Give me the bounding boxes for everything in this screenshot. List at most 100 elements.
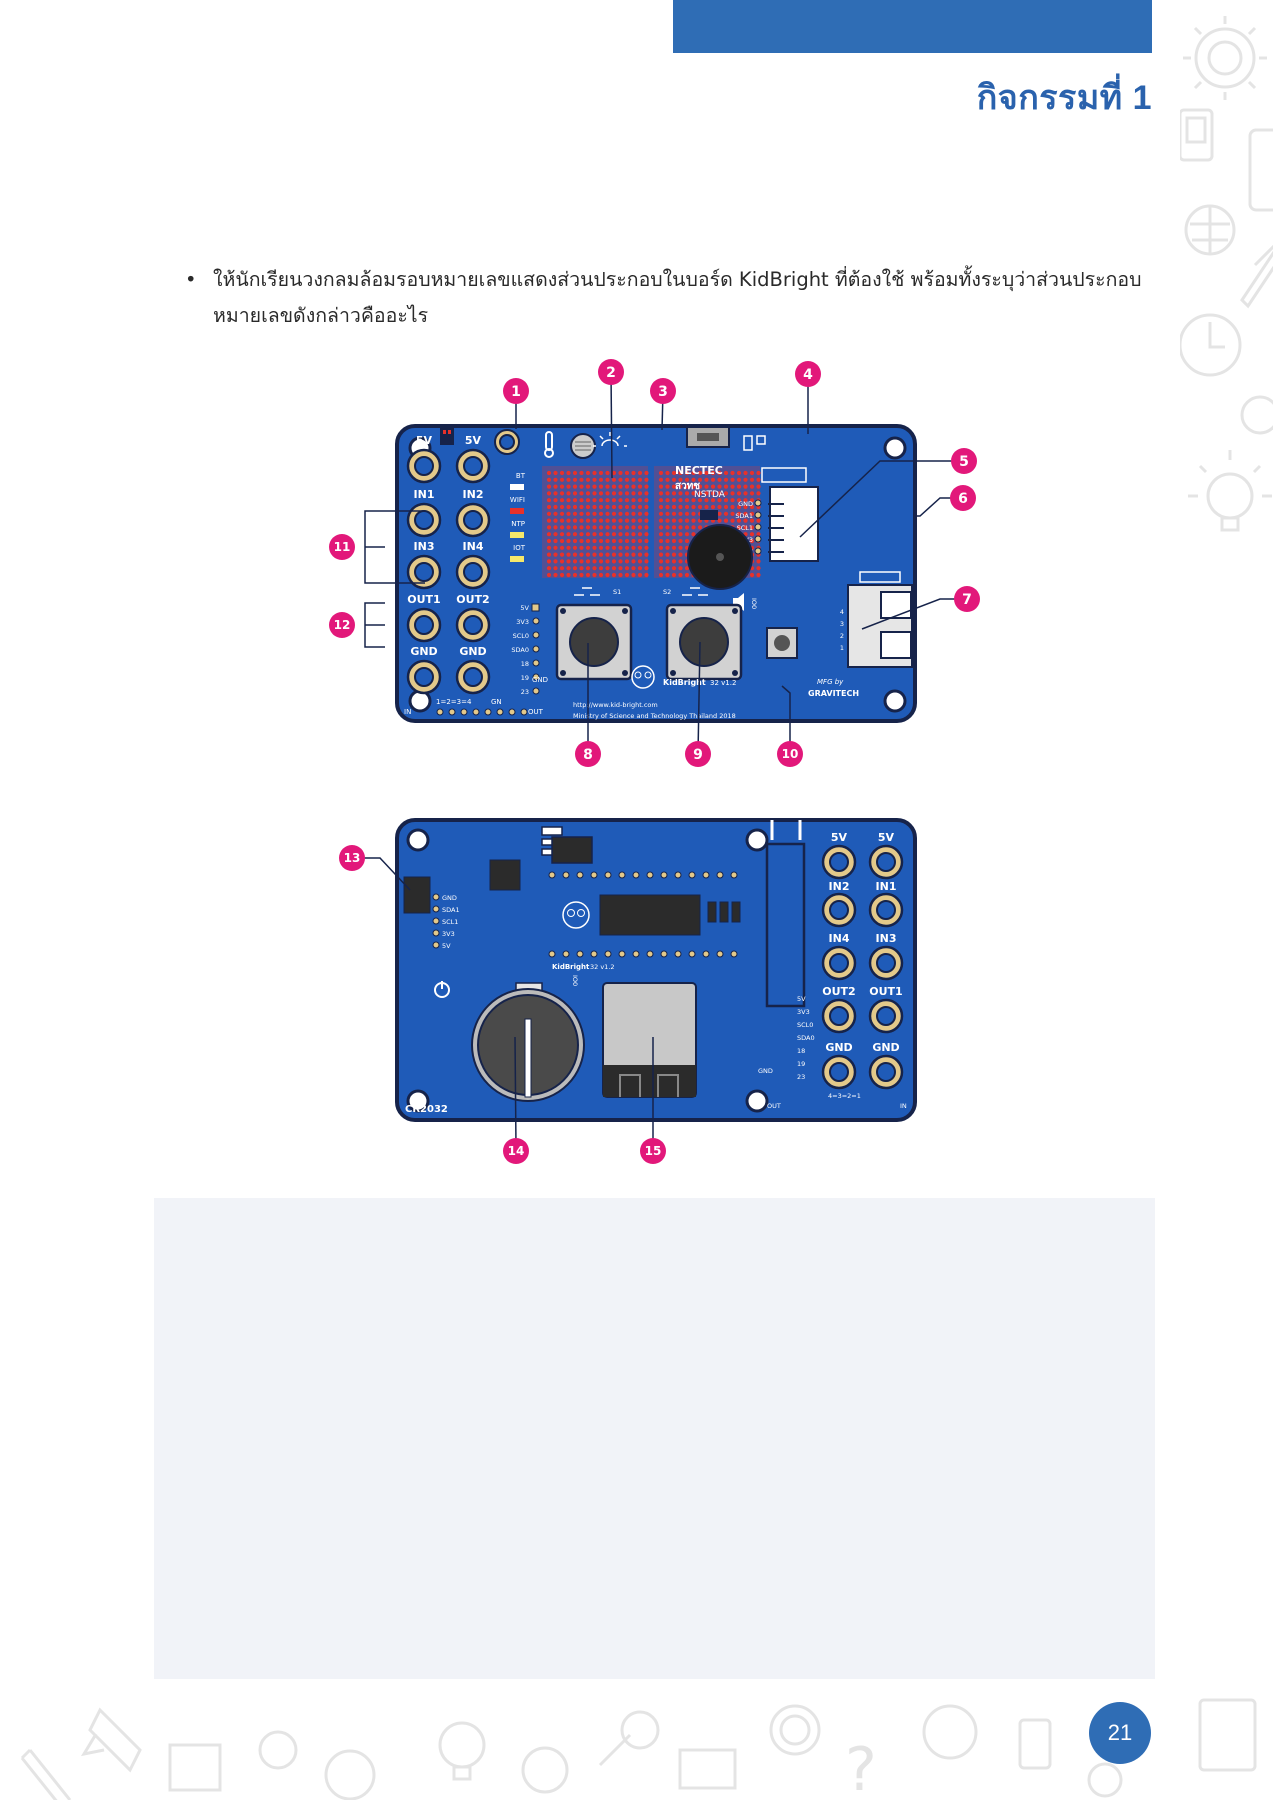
matrix-led xyxy=(736,504,742,510)
matrix-led xyxy=(671,552,677,557)
matrix-led xyxy=(611,538,617,544)
matrix-led xyxy=(749,511,755,516)
matrix-led xyxy=(624,532,630,537)
reset-button xyxy=(766,627,798,659)
matrix-led xyxy=(624,572,630,578)
matrix-led xyxy=(611,545,617,550)
matrix-led xyxy=(743,525,748,530)
matrix-led xyxy=(624,477,630,482)
matrix-led xyxy=(546,484,552,489)
header-pin-label: SDA0 xyxy=(797,1034,815,1042)
matrix-led xyxy=(553,498,558,503)
matrix-led xyxy=(736,525,742,530)
matrix-led xyxy=(684,566,690,571)
matrix-led xyxy=(658,518,664,523)
monitor-icon xyxy=(678,1748,737,1790)
matrix-led xyxy=(637,525,643,530)
matrix-led xyxy=(559,484,565,489)
book-icon xyxy=(1198,1698,1257,1772)
matrix-led xyxy=(665,484,670,489)
matrix-led xyxy=(671,559,677,564)
matrix-led xyxy=(637,511,643,516)
temperature-icon xyxy=(544,431,554,458)
out-label: OUT xyxy=(767,1102,781,1110)
matrix-led xyxy=(598,518,604,523)
matrix-led xyxy=(723,498,729,503)
matrix-led xyxy=(665,566,670,571)
pin-label: IN1 xyxy=(876,880,897,893)
matrix-led xyxy=(756,484,761,489)
matrix-led xyxy=(546,572,552,578)
matrix-led xyxy=(697,504,703,510)
matrix-led xyxy=(592,572,597,578)
matrix-led xyxy=(585,470,591,476)
port-number: 3 xyxy=(840,620,844,628)
matrix-led xyxy=(546,498,552,503)
matrix-led xyxy=(624,552,630,557)
matrix-led xyxy=(637,518,643,523)
matrix-led xyxy=(684,470,690,476)
website-url: http://www.kid-bright.com xyxy=(573,701,658,709)
matrix-led xyxy=(637,477,643,482)
matrix-led xyxy=(572,470,578,476)
callout-4: 4 xyxy=(803,367,813,383)
matrix-led xyxy=(671,566,677,571)
i2c-label: 3V3 xyxy=(442,930,455,938)
matrix-led xyxy=(730,470,735,476)
question-icon: ? xyxy=(845,1735,877,1800)
matrix-led xyxy=(631,552,636,557)
matrix-led xyxy=(598,566,604,571)
matrix-led xyxy=(691,484,696,489)
matrix-led xyxy=(572,525,578,530)
matrix-led xyxy=(637,572,643,578)
matrix-led xyxy=(691,511,696,516)
matrix-led xyxy=(631,504,636,510)
pin-label: OUT1 xyxy=(407,593,440,606)
header-pin-label: 19 xyxy=(797,1060,805,1068)
matrix-led xyxy=(723,491,729,496)
matrix-led xyxy=(637,491,643,496)
matrix-led xyxy=(684,532,690,537)
matrix-led xyxy=(566,511,571,516)
io0-label: IO0 xyxy=(571,975,579,986)
bullet: • xyxy=(185,268,197,291)
matrix-led xyxy=(684,511,690,516)
answer-area[interactable] xyxy=(154,1198,1155,1679)
matrix-led xyxy=(671,491,677,496)
matrix-led xyxy=(611,552,617,557)
matrix-led xyxy=(579,532,584,537)
port-connector: 4 3 2 1 xyxy=(840,571,913,668)
matrix-led xyxy=(566,484,571,489)
matrix-led xyxy=(697,498,703,503)
matrix-led xyxy=(585,477,591,482)
header-numbers: 4=3=2=1 xyxy=(828,1092,861,1100)
gnd-label: GND xyxy=(758,1067,773,1075)
matrix-led xyxy=(559,566,565,571)
i2c-port-front: GND SDA1 SCL1 3V3 5V xyxy=(735,467,819,562)
button-s1: S1 xyxy=(555,587,633,681)
i2c-label: GND xyxy=(442,894,457,902)
matrix-led xyxy=(546,538,552,544)
i2c-label: SDA1 xyxy=(442,906,460,914)
matrix-led xyxy=(691,518,696,523)
pin-label: OUT2 xyxy=(456,593,489,606)
matrix-led xyxy=(572,504,578,510)
matrix-led xyxy=(598,504,604,510)
matrix-led xyxy=(756,572,761,578)
matrix-led xyxy=(566,532,571,537)
matrix-led xyxy=(644,484,649,489)
pin-label: 5V xyxy=(831,831,848,844)
matrix-led xyxy=(631,572,636,578)
matrix-led xyxy=(611,477,617,482)
matrix-led xyxy=(546,552,552,557)
matrix-led xyxy=(618,525,623,530)
matrix-led xyxy=(605,572,610,578)
matrix-led xyxy=(678,504,683,510)
matrix-led xyxy=(717,484,722,489)
activity-title: กิจกรรมที่ 1 xyxy=(976,79,1152,117)
matrix-led xyxy=(730,504,735,510)
matrix-led xyxy=(756,518,761,523)
matrix-led xyxy=(553,518,558,523)
matrix-led xyxy=(585,559,591,564)
header-back: 5V 3V3 SCL0 SDA0 18 19 23 GND OUT IN 4=3… xyxy=(758,995,907,1110)
